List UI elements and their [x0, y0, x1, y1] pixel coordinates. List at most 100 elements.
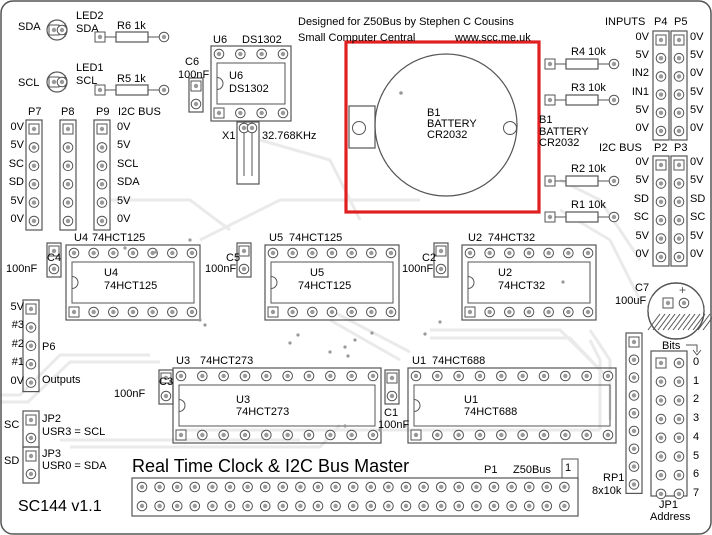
u1-top-pin-9-drill	[605, 373, 611, 379]
c4-value: 100nF	[6, 263, 38, 275]
p8-pin-4-drill	[65, 200, 71, 205]
jp1-b-pin-6-drill	[676, 473, 682, 478]
c5-value: 100nF	[205, 263, 237, 275]
p2-outline	[652, 155, 670, 267]
trace-0	[0, 353, 150, 397]
c1-ref: C1	[384, 407, 399, 419]
u5-top-pin-1-drill	[290, 250, 295, 256]
p1-top-pin-7-drill	[263, 484, 268, 490]
battery-pad-neg	[352, 121, 366, 135]
battery-pad-pos	[503, 121, 517, 135]
u5-bottom-pin-4-drill	[349, 309, 354, 315]
u4-top-pin-3-drill	[130, 250, 136, 256]
u5-part: 74HCT125	[298, 280, 352, 292]
u5-outline	[264, 244, 400, 321]
u6-bottom-pin-1-drill	[238, 110, 243, 116]
p4-pin-2-drill	[658, 74, 664, 79]
u1-bottom-pin-1-drill	[435, 432, 440, 438]
u6-top-pin-1-drill	[238, 51, 243, 57]
via-1	[288, 341, 292, 345]
via-12	[188, 238, 192, 242]
p1-top-pin-22-drill	[527, 484, 532, 490]
jp3-sd-label: SD	[4, 455, 20, 467]
jp1-a-pin-4-drill	[658, 435, 664, 440]
u6-ref: U6	[229, 70, 244, 82]
c4-pad-2-drill	[51, 266, 57, 272]
battery-via	[399, 91, 403, 95]
u3-top-pin-9-drill	[370, 373, 376, 379]
p5-pin-2-drill	[676, 74, 682, 79]
u3-bottom-pin-4-drill	[264, 432, 269, 438]
input-left-pin-label-2: IN2	[631, 67, 649, 80]
via-17	[403, 424, 407, 428]
u2-ref-top: U2	[468, 232, 483, 244]
r4-pad-1-drill	[547, 61, 553, 67]
jp1-b-pin-2-drill	[676, 398, 682, 403]
p1-bottom-pin-3-drill	[192, 503, 197, 509]
u3-bottom-pin-7-drill	[328, 432, 333, 438]
rp1-pin-0-drill	[631, 339, 637, 345]
p1-bottom-pin-1-drill	[157, 503, 162, 509]
r3-body	[565, 94, 599, 106]
u2-top-pin-2-drill	[507, 250, 512, 256]
p6-pin-3-drill	[28, 362, 34, 367]
p4-pin-5-drill	[658, 128, 664, 134]
p1-bottom-pin-2-drill	[175, 503, 180, 509]
c7-ring-2	[647, 282, 705, 340]
input-left-pin-label-1: 5V	[635, 49, 649, 62]
battery-tab	[348, 105, 376, 149]
p3-pin-0-drill	[676, 162, 682, 168]
u2-top-pin-3-drill	[526, 250, 532, 256]
p9-pin-label-0: 0V	[117, 121, 131, 133]
p7-pin-1-drill	[31, 145, 37, 150]
p9-pin-4-drill	[99, 200, 105, 205]
jp3-pin-1-drill	[28, 471, 34, 477]
r1-pad-1-drill	[547, 214, 553, 220]
u3-bottom-pin-1-drill	[200, 432, 205, 438]
p2-pin-5-drill	[658, 254, 664, 260]
rp1-pin-1-drill	[631, 357, 637, 362]
c7-hatch-10	[657, 313, 671, 331]
c7-hatch	[647, 313, 712, 331]
p1-bottom-pin-7-drill	[263, 503, 268, 509]
p1-outline	[131, 477, 579, 517]
p4-ref: P4	[654, 16, 668, 28]
u6-outline	[210, 45, 292, 122]
p1-top-pin-17-drill	[439, 484, 444, 490]
p1-top-pin-15-drill	[403, 484, 409, 490]
i2c-left-pin-label-3: SC	[633, 211, 649, 224]
input-left-pin-label-0: 0V	[635, 31, 649, 43]
p1-top-pin-12-drill	[351, 484, 356, 490]
bits-label: Bits	[662, 340, 681, 352]
trace-13	[588, 339, 602, 430]
address-bit-label-1: 1	[693, 374, 700, 387]
p1-top-pin-19-drill	[474, 484, 479, 490]
u2-top-pin-5-drill	[566, 250, 571, 256]
p1-top-pin-0-drill	[139, 484, 145, 490]
u6-part-top: DS1302	[242, 34, 282, 46]
jp2-sc-label: SC	[4, 419, 20, 431]
bits-arrow-line	[686, 344, 698, 352]
jp1-a-pin-6-drill	[658, 473, 664, 478]
battery-type-outer: BATTERY	[539, 126, 589, 138]
c7-plus-sign: +	[679, 283, 686, 297]
p6-pin-4-drill	[28, 380, 34, 385]
p9-pin-label-3: SDA	[117, 176, 140, 189]
p1-top-pin-23-drill	[544, 484, 549, 490]
u1-top-pin-2-drill	[456, 373, 461, 379]
u1-part-top: 74HCT688	[432, 355, 486, 367]
u3-top-pin-3-drill	[242, 373, 248, 379]
p7-pin-2-drill	[31, 163, 37, 168]
p1-bottom-pin-4-drill	[210, 503, 215, 509]
u2-bottom-pin-0-drill	[467, 309, 473, 315]
u1-top-pin-8-drill	[584, 373, 589, 379]
u2-bottom-pin-4-drill	[546, 309, 551, 315]
i2c-bus-right-label: I2C BUS	[599, 142, 642, 154]
c6-value: 100nF	[178, 69, 210, 81]
r2-body	[565, 175, 599, 187]
p2-pin-4-drill	[658, 236, 664, 241]
via-6	[203, 323, 207, 327]
c7-pad-2-drill	[681, 300, 687, 306]
via-14	[154, 250, 158, 254]
